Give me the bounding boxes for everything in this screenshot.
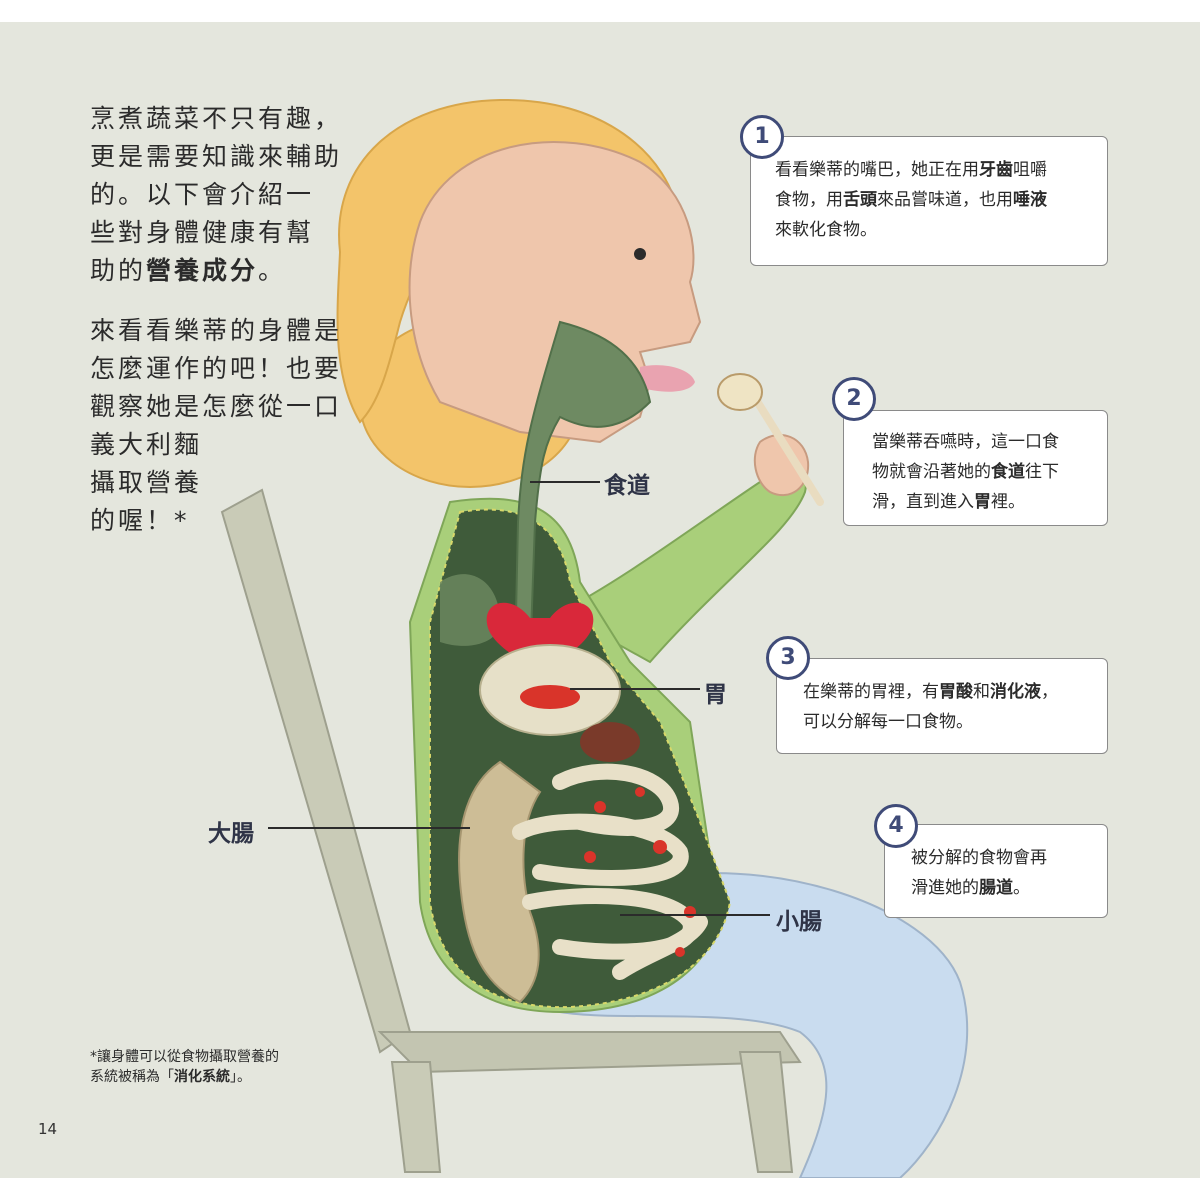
label-esophagus: 食道 bbox=[604, 473, 650, 499]
intro-line: 攝取營養 bbox=[90, 468, 203, 497]
bold-term: 胃 bbox=[974, 492, 991, 512]
large-intestine bbox=[458, 760, 542, 1004]
page-number: 14 bbox=[38, 1120, 58, 1138]
text: 物就會沿著她的 bbox=[872, 462, 991, 482]
text: 和 bbox=[973, 682, 990, 702]
leader-lines bbox=[268, 481, 770, 916]
text: 往下 bbox=[1025, 462, 1059, 482]
label-small-intestine: 小腸 bbox=[776, 909, 822, 935]
intro-line: 來看看樂蒂的身體是 bbox=[90, 316, 343, 345]
footnote: *讓身體可以從食物攝取營養的 系統被稱為「消化系統」。 bbox=[90, 1047, 279, 1087]
callout-line: 當樂蒂吞嚥時，這一口食 bbox=[872, 432, 1059, 452]
callout-line: 食物，用舌頭來品嘗味道，也用唾液 bbox=[775, 185, 1107, 215]
callout-number-4: 4 bbox=[874, 804, 918, 848]
liver bbox=[580, 722, 640, 762]
callout-line: 滑，直到進入胃裡。 bbox=[872, 487, 1107, 517]
callout-line: 在樂蒂的胃裡，有胃酸和消化液， bbox=[803, 677, 1107, 707]
text: 。 bbox=[258, 256, 287, 285]
text: 食物，用 bbox=[775, 190, 843, 210]
esophagus bbox=[513, 320, 652, 663]
callout-line: 被分解的食物會再 bbox=[911, 848, 1047, 868]
pasta-on-fork bbox=[717, 373, 763, 411]
intro-line: 觀察她是怎麼從一口 bbox=[90, 392, 343, 421]
lung bbox=[440, 574, 500, 646]
label-stomach: 胃 bbox=[704, 682, 727, 708]
bold-term: 牙齒 bbox=[979, 160, 1013, 180]
intro-line: 的喔！* bbox=[90, 506, 190, 535]
chair bbox=[220, 488, 802, 1173]
intro-line: 更是需要知識來輔助 bbox=[90, 142, 343, 171]
intro-line: 義大利麵 bbox=[90, 430, 203, 459]
callout-line: 來軟化食物。 bbox=[775, 220, 877, 240]
callout-line: 滑進她的腸道。 bbox=[911, 873, 1107, 903]
intro-line: 些對身體健康有幫 bbox=[90, 218, 315, 247]
bold-term: 消化系統 bbox=[174, 1069, 230, 1085]
callout-2: 當樂蒂吞嚥時，這一口食 物就會沿著她的食道往下 滑，直到進入胃裡。 bbox=[843, 410, 1108, 526]
callout-number-1: 1 bbox=[740, 115, 784, 159]
bold-term: 唾液 bbox=[1013, 190, 1047, 210]
text: 滑，直到進入 bbox=[872, 492, 974, 512]
callout-1: 看看樂蒂的嘴巴，她正在用牙齒咀嚼 食物，用舌頭來品嘗味道，也用唾液 來軟化食物。 bbox=[750, 136, 1108, 266]
eye bbox=[634, 248, 646, 260]
callout-3: 在樂蒂的胃裡，有胃酸和消化液， 可以分解每一口食物。 bbox=[776, 658, 1108, 754]
intro-paragraph-1: 烹煮蔬菜不只有趣， 更是需要知識來輔助 的。以下會介紹一 些對身體健康有幫 助的… bbox=[90, 100, 342, 290]
small-intestine bbox=[512, 763, 708, 980]
text: 看看樂蒂的嘴巴，她正在用 bbox=[775, 160, 979, 180]
intro-line: 烹煮蔬菜不只有趣， bbox=[90, 104, 343, 133]
hand bbox=[753, 433, 810, 497]
intro-line: 的。以下會介紹一 bbox=[90, 180, 315, 209]
callout-4: 被分解的食物會再 滑進她的腸道。 bbox=[884, 824, 1108, 918]
callout-number-2: 2 bbox=[832, 377, 876, 421]
text: 咀嚼 bbox=[1013, 160, 1047, 180]
intro-line: 助的營養成分。 bbox=[90, 252, 342, 290]
bold-term: 腸道 bbox=[979, 878, 1013, 898]
callout-number-3: 3 bbox=[766, 636, 810, 680]
bold-term: 食道 bbox=[991, 462, 1025, 482]
bold-term: 消化液 bbox=[990, 682, 1041, 702]
callout-line: 可以分解每一口食物。 bbox=[803, 712, 973, 732]
text: 助的 bbox=[90, 256, 147, 285]
footnote-line: 系統被稱為「消化系統」。 bbox=[90, 1067, 279, 1087]
tongue bbox=[640, 365, 695, 392]
callout-line: 物就會沿著她的食道往下 bbox=[872, 457, 1107, 487]
bold-term: 舌頭 bbox=[843, 190, 877, 210]
callout-line: 看看樂蒂的嘴巴，她正在用牙齒咀嚼 bbox=[775, 155, 1107, 185]
footnote-line: *讓身體可以從食物攝取營養的 bbox=[90, 1049, 279, 1065]
text: 。 bbox=[1013, 878, 1030, 898]
stomach-food bbox=[520, 685, 580, 709]
text: 來品嘗味道，也用 bbox=[877, 190, 1013, 210]
bold-term: 營養成分 bbox=[146, 256, 259, 285]
text: 」。 bbox=[230, 1069, 251, 1085]
intro-paragraph-2: 來看看樂蒂的身體是 怎麼運作的吧！也要 觀察她是怎麼從一口 義大利麵 攝取營養 … bbox=[90, 312, 342, 540]
text: 滑進她的 bbox=[911, 878, 979, 898]
text: ， bbox=[1041, 682, 1058, 702]
digestive-system-illustration bbox=[220, 98, 969, 1178]
text: 系統被稱為「 bbox=[90, 1069, 174, 1085]
bold-term: 胃酸 bbox=[939, 682, 973, 702]
label-large-intestine: 大腸 bbox=[208, 821, 254, 847]
text: 在樂蒂的胃裡，有 bbox=[803, 682, 939, 702]
text: 裡。 bbox=[991, 492, 1025, 512]
intro-line: 怎麼運作的吧！也要 bbox=[90, 354, 343, 383]
illustrated-page: 烹煮蔬菜不只有趣， 更是需要知識來輔助 的。以下會介紹一 些對身體健康有幫 助的… bbox=[0, 22, 1200, 1178]
